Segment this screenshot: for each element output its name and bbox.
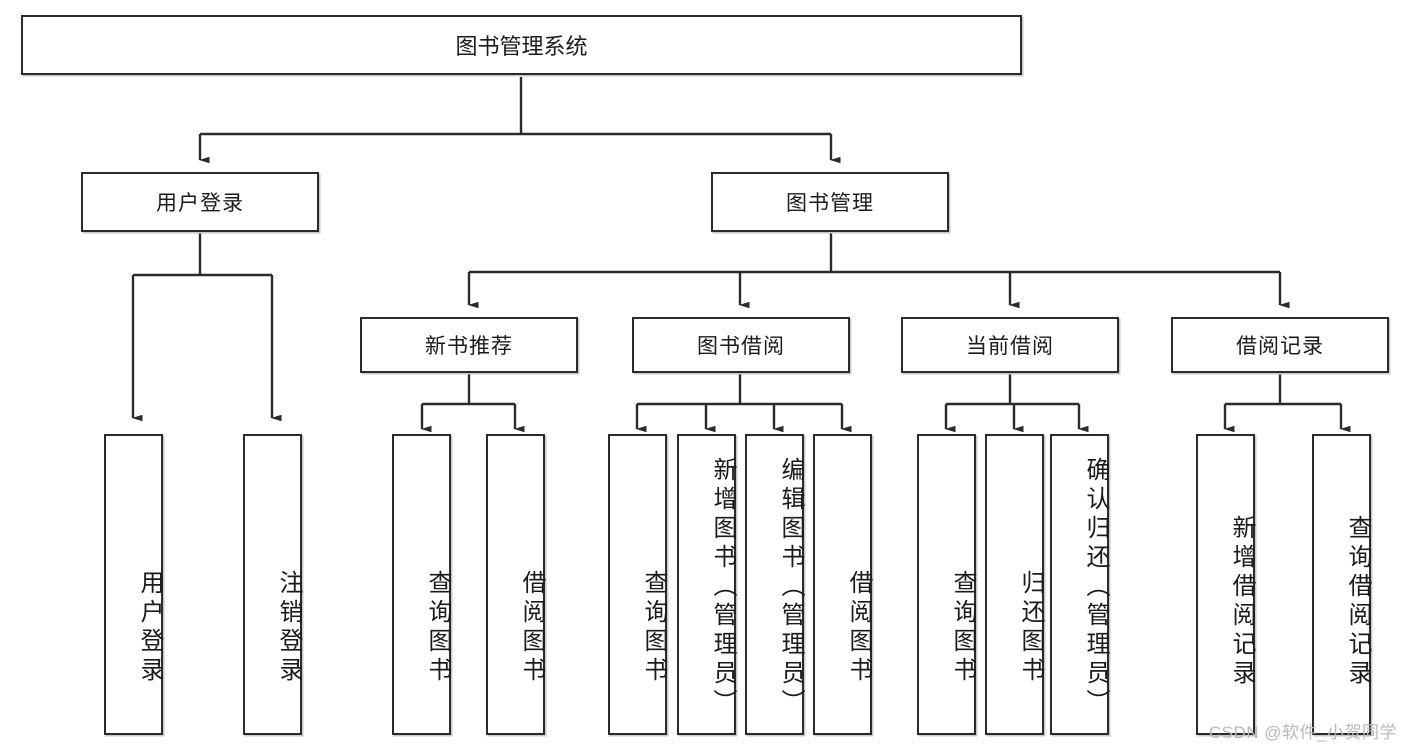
node-leaf-query-book-3[interactable]: 查询图书 — [917, 434, 976, 735]
node-label: 用户登录 — [156, 192, 244, 215]
node-leaf-query-book-2[interactable]: 查询图书 — [608, 434, 667, 735]
node-leaf-return-book[interactable]: 归还图书 — [985, 434, 1044, 735]
node-current-borrow[interactable]: 当前借阅 — [901, 317, 1119, 373]
node-book-management-system[interactable]: 图书管理系统 — [21, 15, 1022, 75]
node-book-management[interactable]: 图书管理 — [711, 172, 949, 232]
node-new-book-recommend[interactable]: 新书推荐 — [360, 317, 578, 373]
node-leaf-logout-login[interactable]: 注销登录 — [243, 434, 302, 735]
node-label: 借阅图书 — [518, 569, 545, 686]
node-label: 注销登录 — [275, 569, 302, 686]
node-label: 新书推荐 — [425, 335, 513, 358]
node-label: 借阅记录 — [1236, 335, 1324, 358]
node-leaf-add-borrow-record[interactable]: 新增借阅记录 — [1196, 434, 1255, 735]
node-label: 图书管理系统 — [455, 34, 588, 59]
node-user-login[interactable]: 用户登录 — [81, 172, 319, 232]
node-leaf-edit-book-admin[interactable]: 编辑图书（管理员） — [745, 434, 804, 735]
node-label: 借阅图书 — [845, 569, 872, 686]
node-label: 图书借阅 — [697, 335, 785, 358]
watermark: CSDN @软件_小贺同学 — [1208, 723, 1397, 742]
node-leaf-user-login[interactable]: 用户登录 — [104, 434, 163, 735]
node-label: 查询图书 — [424, 569, 451, 686]
node-leaf-borrow-book-1[interactable]: 借阅图书 — [486, 434, 545, 735]
node-label: 新增借阅记录 — [1228, 514, 1255, 689]
node-book-borrow[interactable]: 图书借阅 — [632, 317, 850, 373]
node-label: 当前借阅 — [966, 335, 1054, 358]
node-label: 查询图书 — [640, 569, 667, 686]
node-leaf-confirm-return-admin[interactable]: 确认归还（管理员） — [1050, 434, 1109, 735]
node-label: 查询借阅记录 — [1344, 514, 1371, 689]
node-label: 归还图书 — [1017, 569, 1044, 686]
node-label: 新增图书（管理员） — [709, 457, 736, 718]
node-label: 查询图书 — [949, 569, 976, 686]
node-leaf-add-book-admin[interactable]: 新增图书（管理员） — [677, 434, 736, 735]
node-leaf-query-book-1[interactable]: 查询图书 — [392, 434, 451, 735]
node-label: 编辑图书（管理员） — [777, 457, 804, 718]
node-label: 确认归还（管理员） — [1082, 457, 1109, 718]
node-label: 用户登录 — [136, 569, 163, 686]
node-leaf-borrow-book-2[interactable]: 借阅图书 — [813, 434, 872, 735]
node-label: 图书管理 — [786, 192, 874, 215]
node-borrow-record[interactable]: 借阅记录 — [1171, 317, 1389, 373]
node-leaf-query-borrow-record[interactable]: 查询借阅记录 — [1312, 434, 1371, 735]
